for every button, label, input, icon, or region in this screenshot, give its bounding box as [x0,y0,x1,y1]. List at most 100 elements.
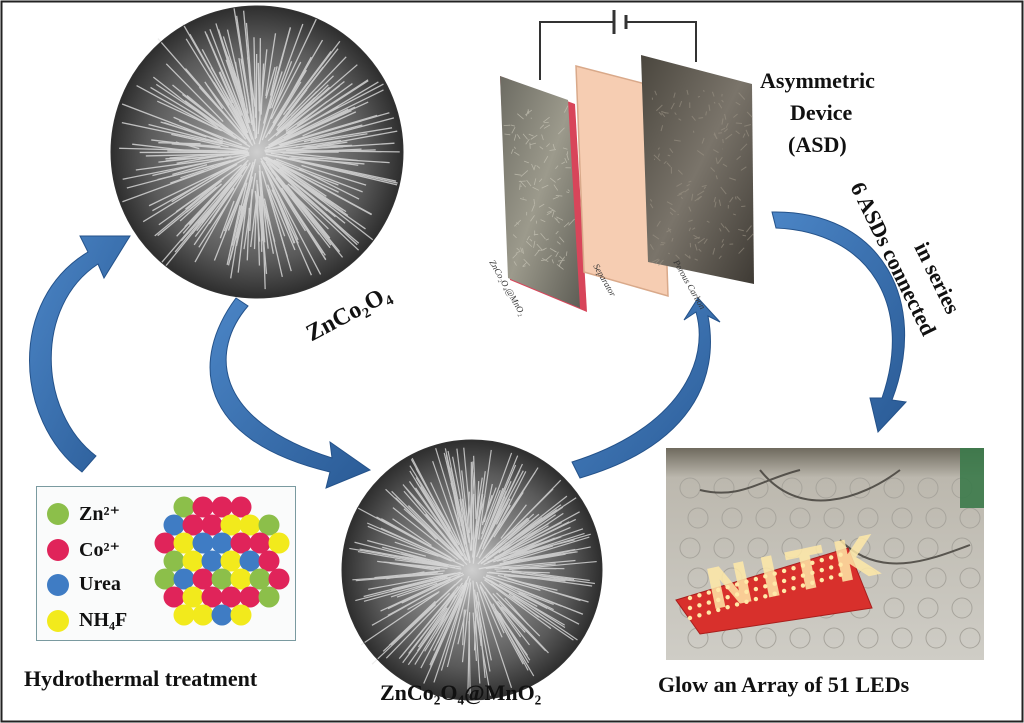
surface-texture [514,173,522,176]
label-asymmetric: Asymmetric [760,68,875,93]
paper-pattern [755,507,777,529]
surface-texture [651,258,659,263]
surface-texture [715,157,718,164]
nanowire-texture [152,156,232,177]
paper-pattern [925,627,947,649]
led-dot [781,588,787,594]
surface-texture [735,101,741,106]
surface-texture [696,190,705,196]
surface-texture [725,133,733,140]
nanowire-texture [486,574,541,591]
nanowire-texture [226,205,241,265]
surface-texture [678,118,682,121]
nanowire-texture [219,200,235,239]
nanowire-texture [503,514,556,552]
nanowire-texture [273,159,339,186]
nanowire-texture [276,163,349,217]
precursor-ion [230,604,252,626]
surface-texture [720,222,725,228]
paper-pattern [823,507,845,529]
surface-texture [686,183,690,187]
nanowire-texture [367,539,427,557]
precursor-ion [192,496,214,518]
nanowire-texture [269,66,278,96]
nanowire-texture [204,81,224,110]
nanowire-texture [508,593,540,618]
nanowire-texture [302,130,398,150]
nanowire-texture [492,603,529,671]
paper-pattern [917,537,939,559]
surface-texture [713,132,718,140]
led-dot [772,591,777,596]
surface-texture [742,234,747,237]
nanowire-texture [485,575,584,615]
nanowire-texture [277,139,342,151]
nanowire-texture [185,181,219,210]
surface-texture [533,178,537,186]
nanowire-texture [263,164,307,232]
surface-texture [677,169,683,175]
nanowire-texture [455,490,471,563]
label-device: Device [790,100,853,125]
nanowire-texture [435,448,466,545]
nanowire-texture [122,155,247,203]
led-dot [838,552,843,557]
surface-texture [519,180,527,188]
nanowire-texture [287,40,341,110]
nanowire-texture [402,484,465,561]
nanowire-texture [296,100,328,126]
nanowire-texture [440,585,468,671]
surface-texture [729,197,734,203]
paper-pattern [857,507,879,529]
nanowire-texture [417,582,463,648]
led-dot [744,579,749,584]
nanowire-texture [215,23,250,129]
nanowire-texture [414,584,464,665]
nanowire-texture [407,505,468,566]
surface-texture [719,228,722,232]
nanowire-texture [272,17,318,111]
nanowire-texture [446,578,471,668]
legend-dot-co [47,538,69,561]
led-dot [697,613,702,618]
surface-texture [666,201,673,206]
nanowire-texture [280,172,351,237]
nanowire-texture [288,148,362,154]
nanowire-texture [264,89,384,149]
led-dot [687,595,693,601]
precursor-ion [163,586,185,608]
precursor-ion [211,604,233,626]
nanowire-texture [475,477,483,519]
cycle-arrows [29,211,908,489]
nanowire-texture [472,493,484,564]
led-dot [781,568,787,574]
surface-texture [525,139,530,145]
carbon-panel [641,55,755,284]
legend-label-co: Co²⁺ [79,539,120,561]
surface-texture [658,111,663,116]
surface-texture [563,222,570,228]
surface-texture [504,133,511,136]
nanowire-texture [179,183,222,222]
surface-texture [555,165,559,169]
precursor-ion [230,532,252,554]
surface-texture [705,111,707,116]
nanowire-texture [184,161,247,228]
nanowire-texture [269,133,368,150]
nanowire-texture [509,536,590,562]
surface-texture [688,219,693,222]
surface-texture [529,238,533,242]
label-glow-leds: Glow an Array of 51 LEDs [658,672,910,697]
surface-texture [660,241,666,244]
nanowire-texture [175,164,243,213]
paper-pattern [883,477,905,499]
surface-texture [539,146,544,150]
nanowire-texture [152,76,219,128]
surface-texture [531,163,535,171]
nanowire-texture [385,592,451,659]
surface-texture [674,112,677,116]
nanowire-texture [264,146,344,152]
nanowire-texture [154,180,222,237]
nanowire-texture [235,176,254,247]
surface-texture [669,148,674,154]
